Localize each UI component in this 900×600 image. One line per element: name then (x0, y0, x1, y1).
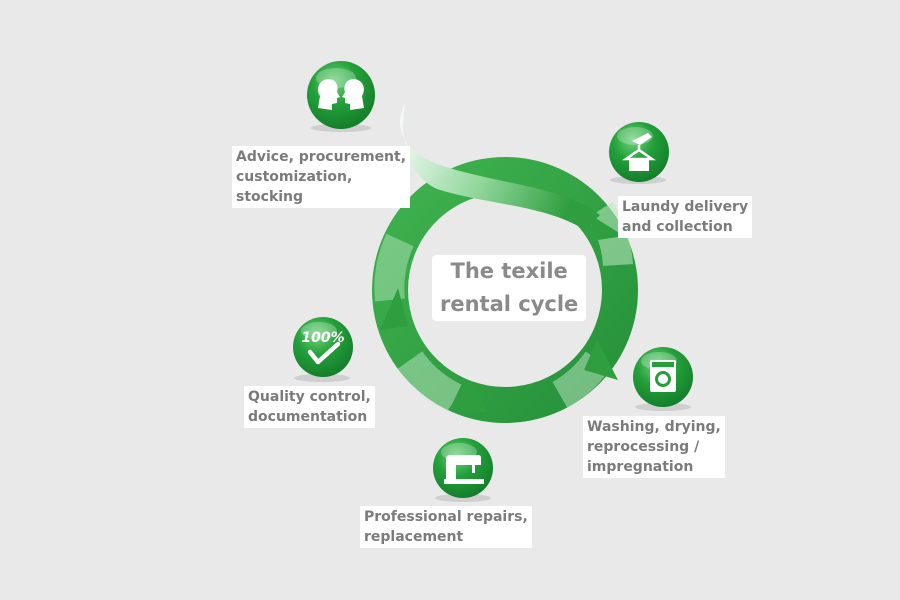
step-label-washing: Washing, drying, reprocessing / impregna… (583, 416, 725, 478)
step-label-line: customization, (236, 169, 353, 185)
step-label-line: replacement (364, 529, 464, 545)
heads-facing-icon (307, 61, 375, 129)
svg-text:100%: 100% (301, 330, 344, 346)
washing-machine-icon (633, 347, 693, 407)
step-label-quality: Quality control, documentation (244, 386, 375, 428)
step-label-line: Laundy delivery (622, 199, 749, 215)
step-label-line: documentation (248, 409, 368, 425)
step-label-line: impregnation (587, 459, 694, 475)
ring-highlight (397, 350, 462, 412)
hand-hanger-icon (609, 122, 669, 182)
center-title-line: The texile (450, 259, 568, 283)
step-label-line: reprocessing / (587, 439, 700, 455)
step-label-repairs: Professional repairs, replacement (360, 506, 532, 548)
step-label-line: Washing, drying, (587, 419, 721, 435)
step-label-line: Advice, procurement, (236, 149, 407, 165)
cycle-ring (372, 157, 638, 423)
step-label-line: Quality control, (248, 389, 371, 405)
step-label-advice: Advice, procurement, customization, stoc… (232, 146, 411, 208)
ring-highlight (374, 233, 414, 302)
cycle-arrowhead (584, 340, 618, 380)
sewing-machine-icon (433, 438, 493, 498)
step-label-line: Professional repairs, (364, 509, 528, 525)
step-label-line: stocking (236, 189, 304, 205)
hundred-percent-check-icon: 100% (293, 317, 353, 377)
cycle-center-title: The texile rental cycle (432, 255, 587, 321)
cycle-arrowhead (448, 380, 488, 412)
step-label-delivery: Laundy delivery and collection (618, 196, 753, 238)
cycle-entry-swoosh (400, 103, 600, 230)
cycle-arrowhead (380, 288, 408, 330)
center-title-line: rental cycle (440, 292, 579, 316)
step-label-line: and collection (622, 219, 733, 235)
